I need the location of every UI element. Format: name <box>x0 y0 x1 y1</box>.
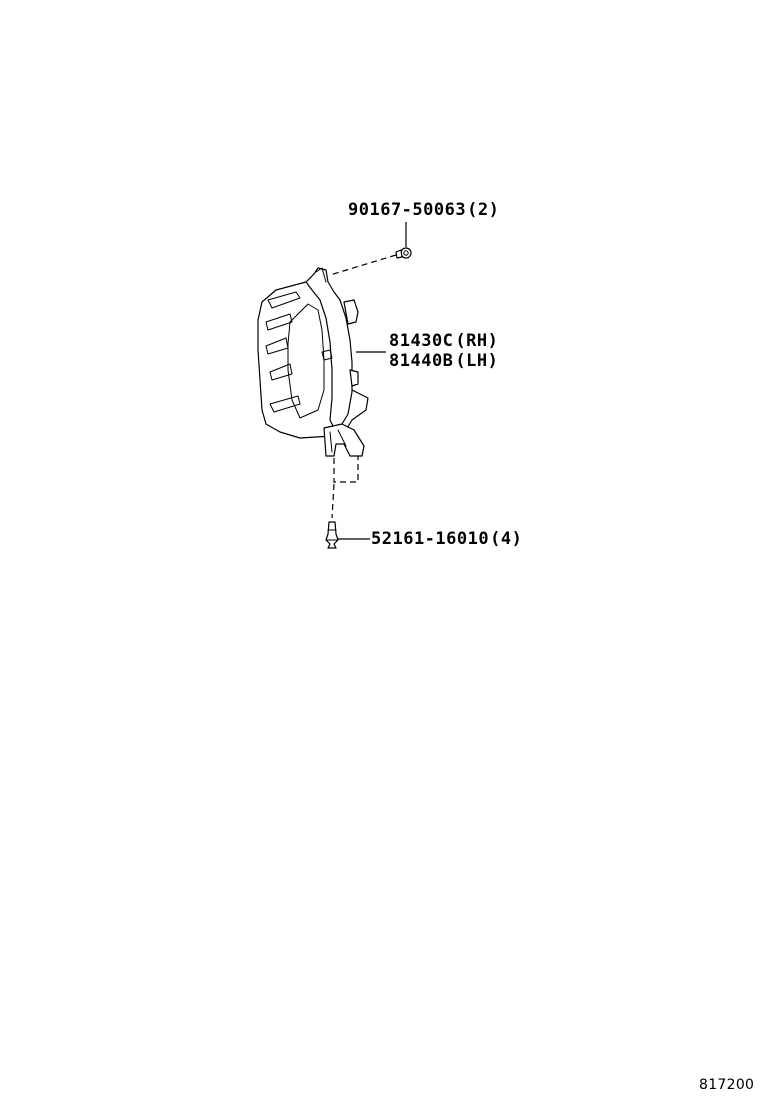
assembly-path-clip <box>331 483 335 519</box>
assembly-path-screw <box>329 254 397 276</box>
part-quantity: (4) <box>490 529 523 549</box>
part-number: 81430C <box>389 331 454 351</box>
part-quantity: (2) <box>467 200 500 220</box>
part-side: (RH) <box>455 331 499 351</box>
part-number: 52161-16010 <box>371 529 490 549</box>
callout-part-90167-50063[interactable]: 90167-50063(2) <box>348 200 499 220</box>
screw-icon[interactable] <box>329 222 412 276</box>
callout-part-81430c[interactable]: 81430C(RH) <box>389 331 498 351</box>
part-number: 90167-50063 <box>348 200 467 220</box>
illustration-id: 817200 <box>699 1077 755 1093</box>
assembly-path-bracket <box>333 456 359 483</box>
clip-icon[interactable] <box>325 521 370 549</box>
part-number: 81440B <box>389 351 454 371</box>
callout-part-81440b[interactable]: 81440B(LH) <box>389 351 498 371</box>
lamp-assembly-icon[interactable] <box>257 267 386 519</box>
part-side: (LH) <box>455 351 499 371</box>
callout-part-52161-16010[interactable]: 52161-16010(4) <box>371 529 522 549</box>
